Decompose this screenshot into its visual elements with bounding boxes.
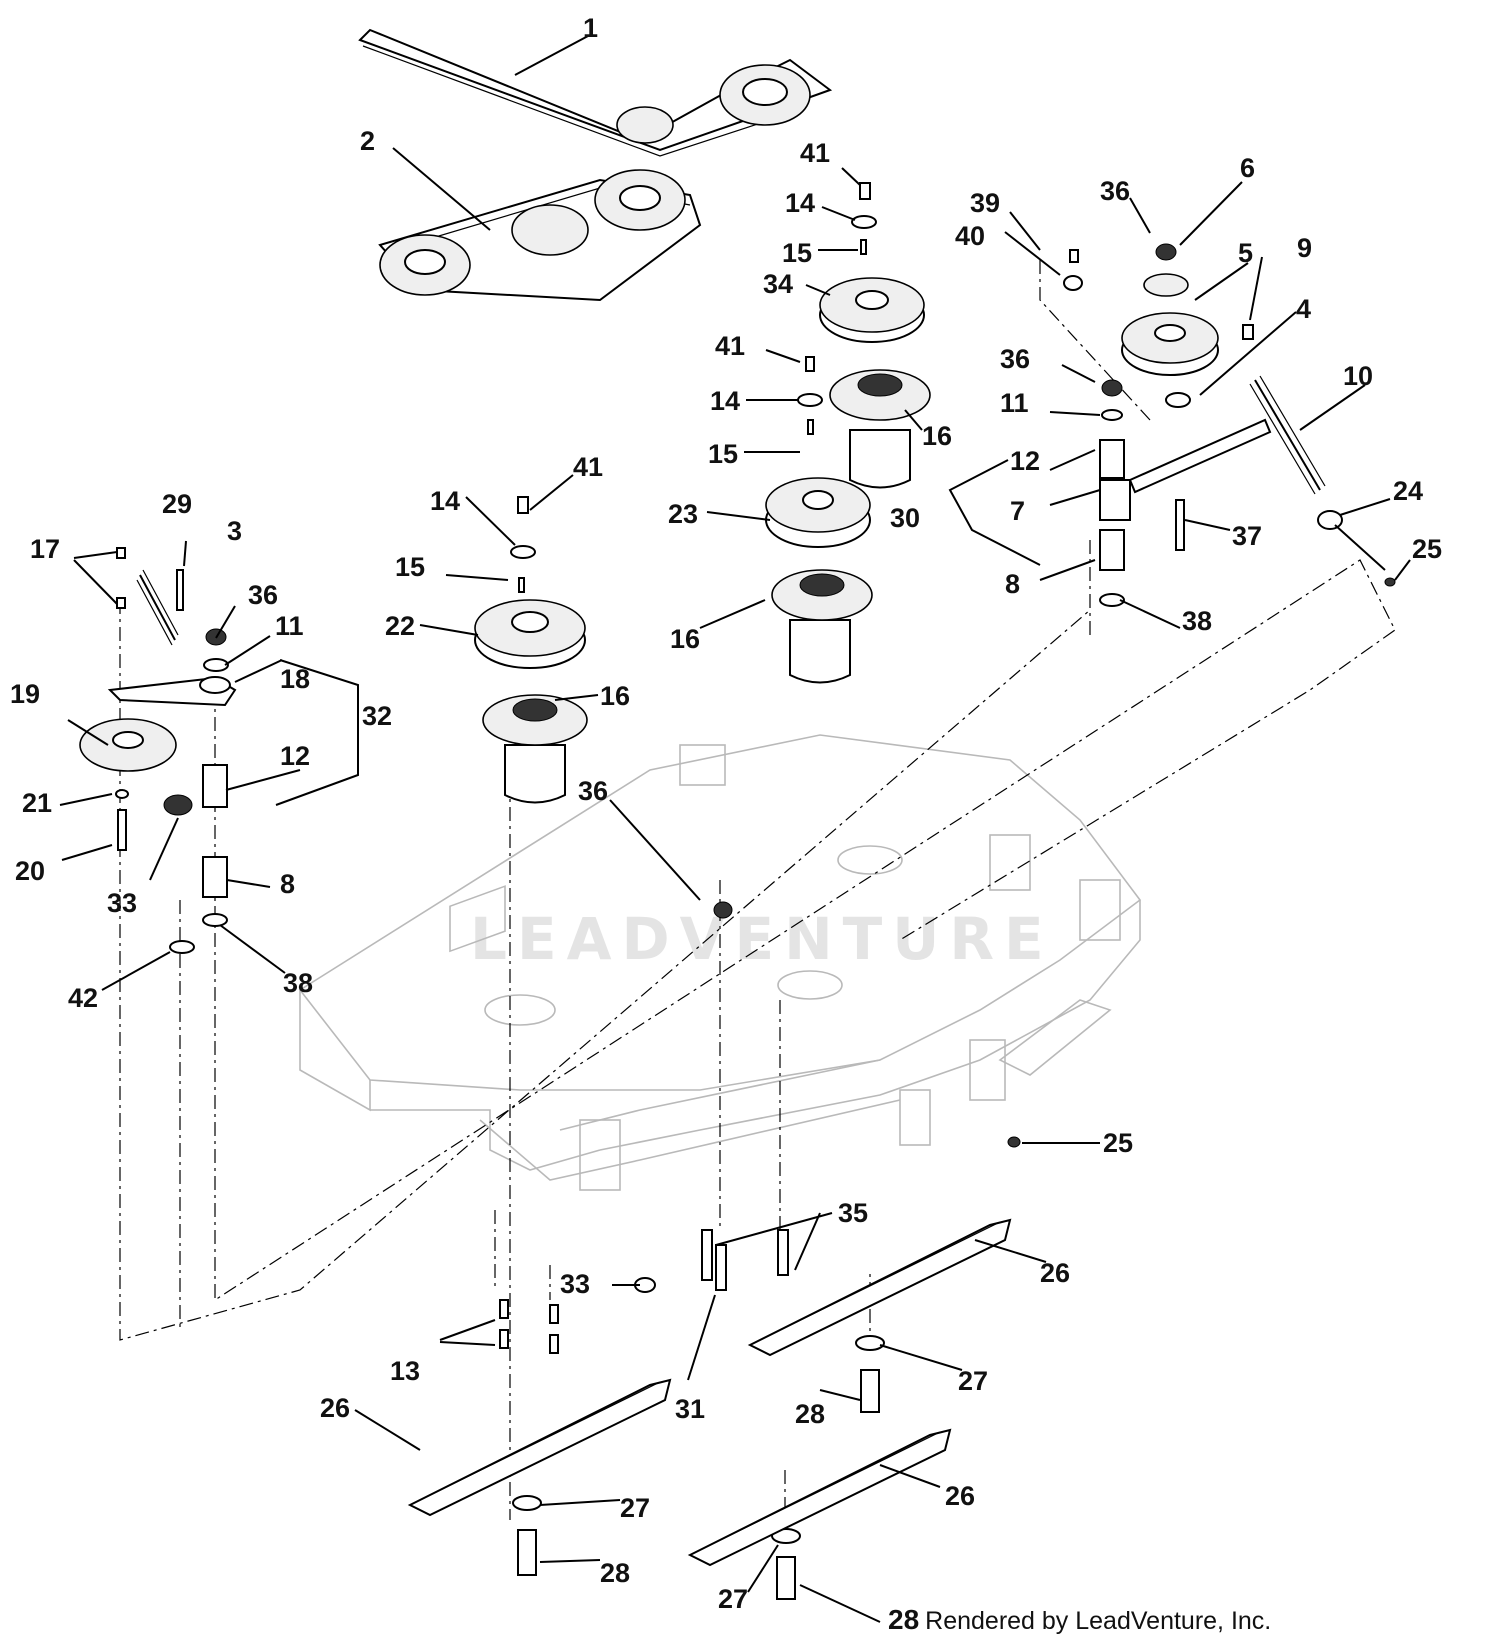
callout-16c: 16 [600, 681, 630, 711]
callout-29: 29 [162, 489, 192, 519]
callout-3: 3 [227, 516, 242, 546]
callout-25: 25 [1412, 534, 1442, 564]
belt-assembly [358, 28, 833, 302]
callout-16: 16 [922, 421, 952, 451]
left-idler-assembly [79, 547, 237, 954]
callout-27b: 27 [620, 1493, 650, 1523]
callout-22: 22 [385, 611, 415, 641]
callout-12b: 12 [280, 741, 310, 771]
callout-26: 26 [1040, 1258, 1070, 1288]
callout-18: 18 [280, 664, 310, 694]
callout-8: 8 [1005, 569, 1020, 599]
mower-deck [298, 734, 1142, 1191]
callout-28: 28 [795, 1399, 825, 1429]
callout-28c: 28 [888, 1604, 920, 1635]
callout-1: 1 [583, 13, 598, 43]
callout-15: 15 [782, 238, 812, 268]
leader-lines [59, 35, 1411, 1623]
callout-15c: 15 [395, 552, 425, 582]
callout-34: 34 [763, 269, 793, 299]
bottom-hardware [499, 901, 1021, 1600]
callout-4: 4 [1296, 294, 1311, 324]
callout-36b: 36 [1100, 176, 1130, 206]
callout-labels: 1 2 41 14 15 34 41 14 15 16 23 16 41 14 … [10, 13, 1442, 1614]
callout-10: 10 [1343, 361, 1373, 391]
callout-27: 27 [958, 1366, 988, 1396]
callout-39: 39 [970, 188, 1000, 218]
callout-14b: 14 [710, 386, 740, 416]
callout-12: 12 [1010, 446, 1040, 476]
alignment-lines [119, 260, 1396, 1520]
callout-32: 32 [362, 701, 392, 731]
callout-19: 19 [10, 679, 40, 709]
callout-8b: 8 [280, 869, 295, 899]
callout-36: 36 [578, 776, 608, 806]
callout-41: 41 [800, 138, 830, 168]
callout-42: 42 [68, 983, 98, 1013]
callout-20: 20 [15, 856, 45, 886]
callout-36c: 36 [1000, 344, 1030, 374]
callout-35: 35 [838, 1198, 868, 1228]
callout-25b: 25 [1103, 1128, 1133, 1158]
callout-11: 11 [1000, 388, 1029, 418]
callout-36d: 36 [248, 580, 278, 610]
callout-13: 13 [390, 1356, 420, 1386]
callout-27c: 27 [718, 1584, 748, 1614]
callout-31: 31 [675, 1394, 705, 1424]
callout-40: 40 [955, 221, 985, 251]
callout-5: 5 [1238, 238, 1253, 268]
callout-9: 9 [1297, 233, 1312, 263]
center-spindle-stack [765, 182, 931, 684]
callout-41c: 41 [573, 452, 603, 482]
callout-6: 6 [1240, 153, 1255, 183]
callout-26b: 26 [320, 1393, 350, 1423]
callout-38b: 38 [283, 968, 313, 998]
right-idler-assembly [1063, 243, 1396, 607]
callout-17: 17 [30, 534, 60, 564]
callout-33: 33 [107, 888, 137, 918]
callout-24: 24 [1393, 476, 1423, 506]
callout-33b: 33 [560, 1269, 590, 1299]
left-spindle-stack [474, 496, 588, 804]
watermark: LEADVENTURE [470, 905, 1054, 973]
blades [407, 1218, 1012, 1567]
callout-30: 30 [890, 503, 920, 533]
callout-37: 37 [1232, 521, 1262, 551]
callout-21: 21 [22, 788, 52, 818]
callout-15b: 15 [708, 439, 738, 469]
callout-11b: 11 [275, 611, 304, 641]
callout-14c: 14 [430, 486, 460, 516]
credit-text: Rendered by LeadVenture, Inc. [925, 1607, 1272, 1635]
callout-26c: 26 [945, 1481, 975, 1511]
callout-14: 14 [785, 188, 815, 218]
callout-38: 38 [1182, 606, 1212, 636]
callout-28b: 28 [600, 1558, 630, 1588]
callout-23: 23 [668, 499, 698, 529]
callout-41b: 41 [715, 331, 745, 361]
callout-16b: 16 [670, 624, 700, 654]
callout-2: 2 [360, 126, 375, 156]
callout-7: 7 [1010, 496, 1025, 526]
